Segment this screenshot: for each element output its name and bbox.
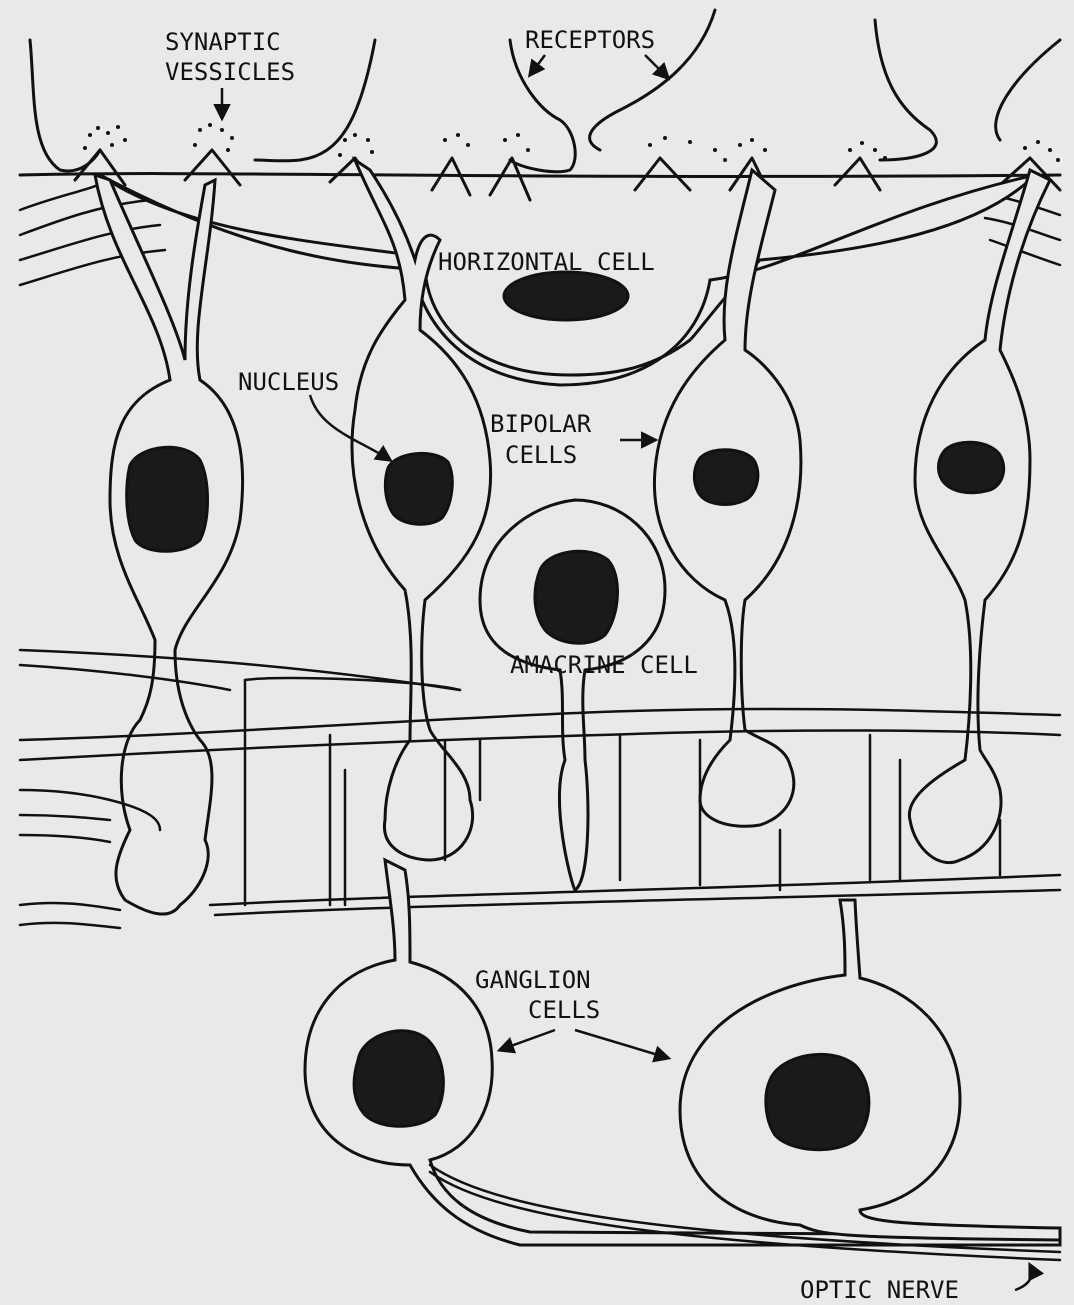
- receptors-arrow-left: [530, 55, 545, 75]
- receptors-arrow-right: [645, 55, 668, 78]
- label-amacrine-cell: AMACRINE CELL: [510, 651, 698, 679]
- optic-nerve-arrow: [1015, 1265, 1032, 1290]
- label-synaptic: SYNAPTIC: [165, 28, 281, 56]
- amacrine-cell: [480, 500, 665, 890]
- bipolar-cell-4: [909, 170, 1050, 863]
- horizontal-cell-nucleus: [504, 272, 628, 320]
- bipolar-cell-1: [95, 175, 243, 914]
- ganglion-cell-2-nucleus: [766, 1054, 869, 1149]
- ganglion-arrow-right: [575, 1030, 668, 1058]
- label-horizontal-cell: HORIZONTAL CELL: [438, 248, 655, 276]
- label-receptors: RECEPTORS: [525, 26, 655, 54]
- bipolar-cell-3-nucleus: [694, 450, 757, 505]
- label-bipolar: BIPOLAR: [490, 410, 592, 438]
- label-bipolar-cells: CELLS: [505, 441, 577, 469]
- label-optic-nerve: OPTIC NERVE: [800, 1276, 959, 1304]
- bipolar-cell-2-nucleus: [385, 453, 452, 524]
- ganglion-cell-2: [680, 900, 1060, 1240]
- ganglion-arrow-left: [500, 1030, 555, 1050]
- label-ganglion-cells: CELLS: [528, 996, 600, 1024]
- horizontal-cell: [100, 175, 1035, 385]
- bipolar-cell-4-nucleus: [938, 442, 1003, 493]
- label-nucleus: NUCLEUS: [238, 368, 339, 396]
- bipolar-cell-1-nucleus: [127, 447, 208, 551]
- bipolar-cell-3: [654, 170, 800, 826]
- amacrine-cell-nucleus: [535, 551, 618, 643]
- label-ganglion: GANGLION: [475, 966, 591, 994]
- label-vessicles: VESSICLES: [165, 58, 295, 86]
- ganglion-cell-1-nucleus: [354, 1031, 443, 1127]
